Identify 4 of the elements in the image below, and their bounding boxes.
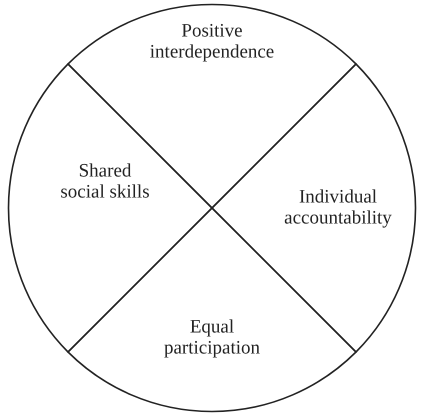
sector-label: Equal participation <box>164 316 260 360</box>
sector-label: Individual accountability <box>284 186 392 230</box>
sector-label: Positive interdependence <box>150 20 274 64</box>
sector-label: Shared social skills <box>60 160 150 204</box>
